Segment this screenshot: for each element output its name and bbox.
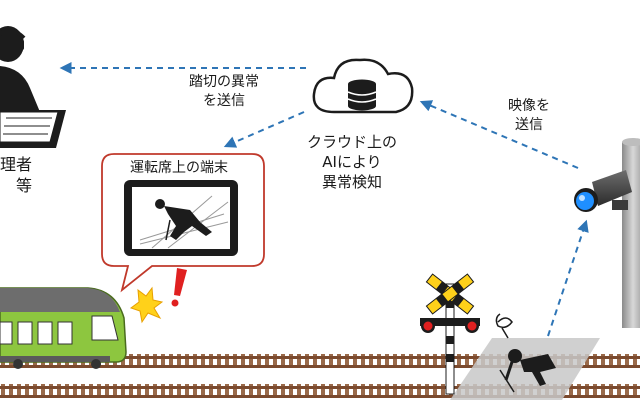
fallen-person-icon <box>495 313 556 393</box>
data-flow-arrows <box>59 62 589 337</box>
driver-terminal-callout <box>101 153 265 293</box>
arrow-crossing-to-camera <box>547 219 589 337</box>
alert-label-line-1: 踏切の異常 <box>189 74 259 90</box>
camera-pole <box>622 138 640 328</box>
headset-operator-icon <box>0 26 66 148</box>
cloud-label-line-2: AIにより <box>322 153 382 171</box>
security-camera-icon <box>574 170 632 212</box>
exclamation-icon <box>171 268 187 307</box>
video-send-label: 映像を 送信 <box>484 97 574 135</box>
admin-label-line-2: 等 <box>15 176 32 195</box>
cloud-ai-label: クラウド上の AIにより 異常検知 <box>292 132 412 192</box>
railroad-crossing-icon <box>420 273 480 395</box>
admin-label: 理者 等 <box>0 154 32 196</box>
warning-burst-icon <box>129 286 164 324</box>
cloud-label-line-3: 異常検知 <box>321 173 382 191</box>
video-label-line-1: 映像を <box>508 98 550 114</box>
alert-send-label: 踏切の異常 を送信 <box>164 73 284 111</box>
cloud-label-line-1: クラウド上の <box>306 133 397 151</box>
arrow-cloud-to-terminal <box>223 111 305 148</box>
cloud-database-icon <box>312 58 414 114</box>
alert-label-line-2: を送信 <box>203 93 245 109</box>
terminal-label: 運転席上の端末 <box>130 160 228 176</box>
video-label-line-2: 送信 <box>515 117 543 133</box>
admin-label-line-1: 理者 <box>0 155 32 174</box>
train-icon <box>0 287 127 369</box>
